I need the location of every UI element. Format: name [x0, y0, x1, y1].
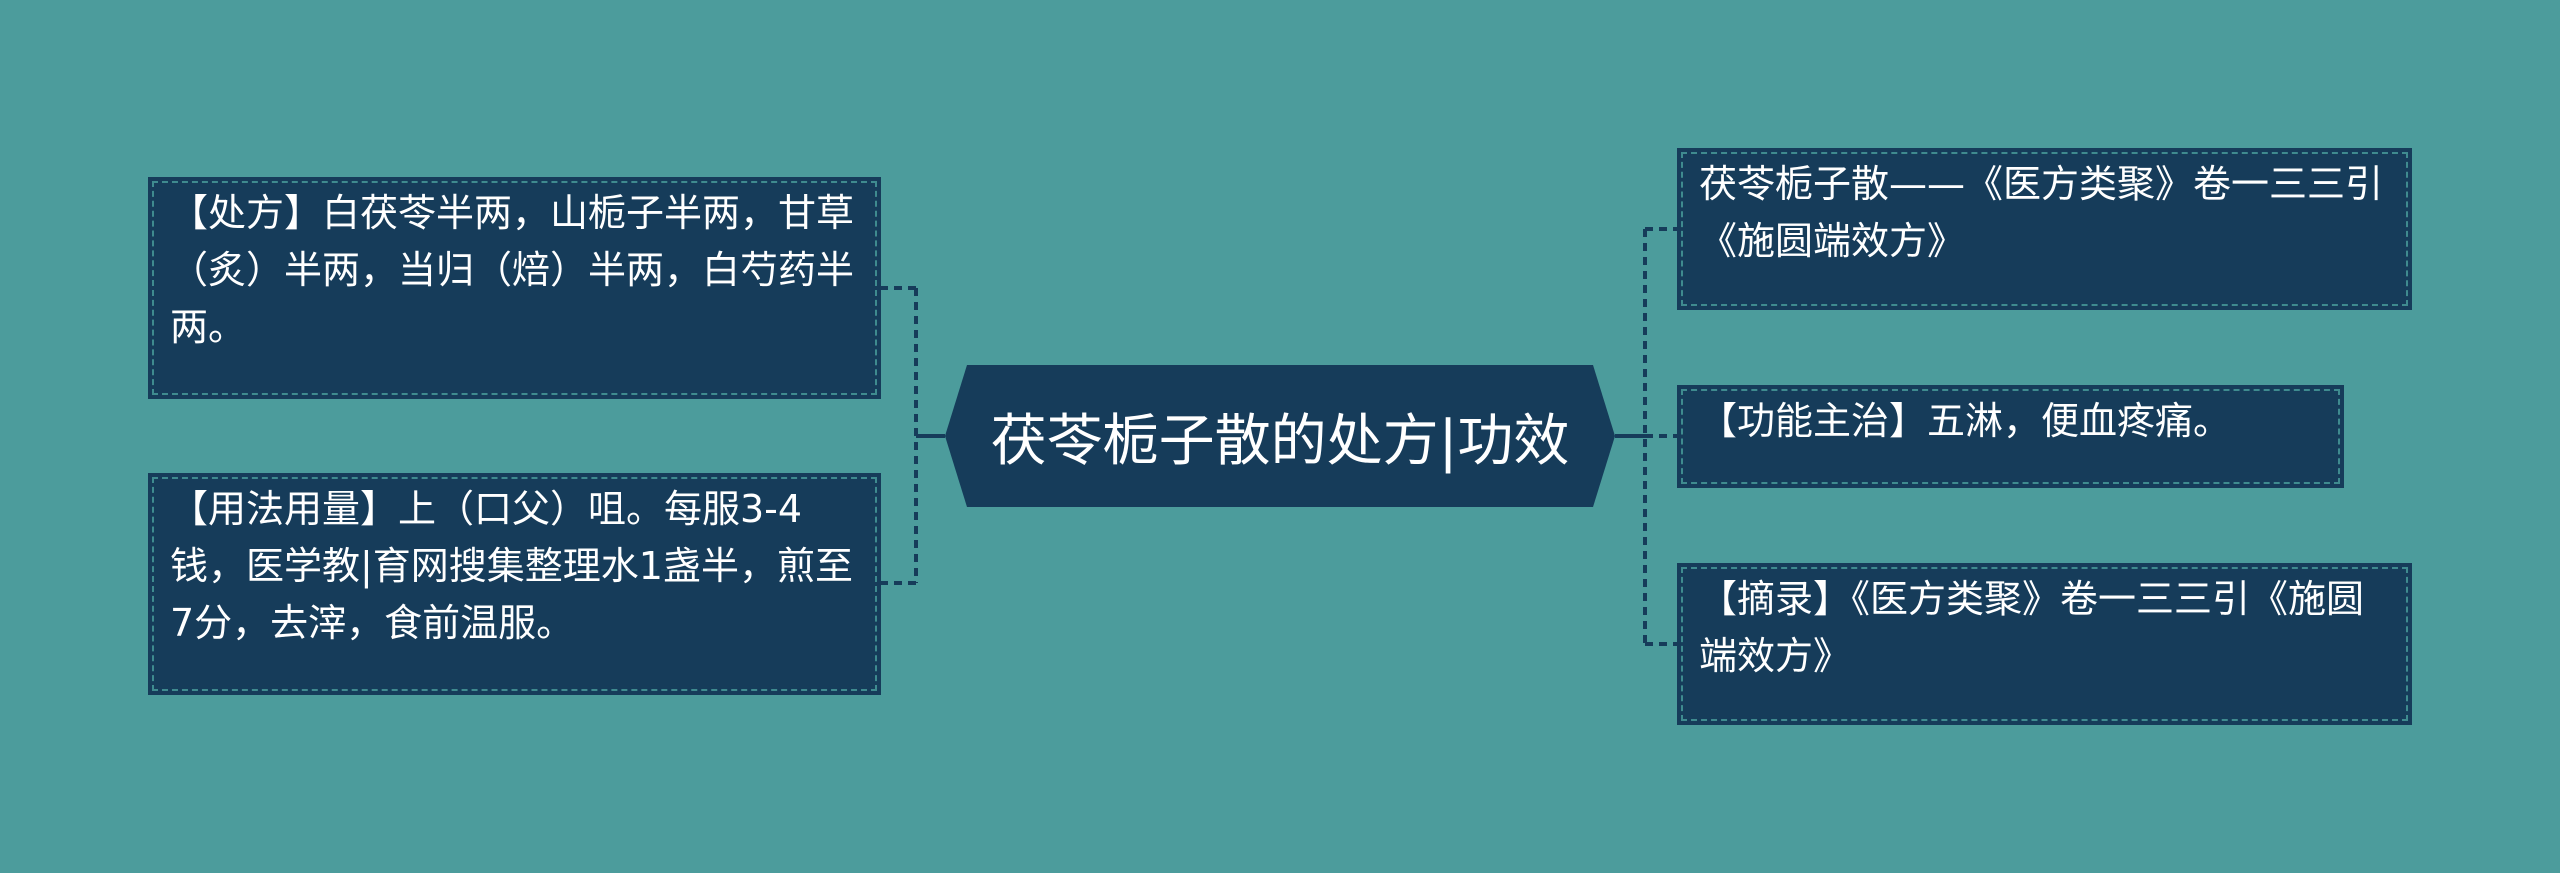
- node-excerpt[interactable]: 【摘录】《医方类聚》卷一三三引《施圆端效方》: [1677, 563, 2412, 725]
- center-hexagon-shape: [945, 365, 1615, 507]
- node-prescription[interactable]: 【处方】白茯苓半两，山栀子半两，甘草（炙）半两，当归（焙）半两，白芍药半两。: [148, 177, 881, 399]
- node-function[interactable]: 【功能主治】五淋，便血疼痛。: [1677, 385, 2344, 488]
- node-source[interactable]: 茯苓栀子散——《医方类聚》卷一三三引《施圆端效方》: [1677, 148, 2412, 310]
- center-topic-label: 茯苓栀子散的处方|功效: [990, 408, 1570, 474]
- node-usage[interactable]: 【用法用量】上（口父）咀。每服3-4钱，医学教|育网搜集整理水1盏半，煎至7分，…: [148, 473, 881, 695]
